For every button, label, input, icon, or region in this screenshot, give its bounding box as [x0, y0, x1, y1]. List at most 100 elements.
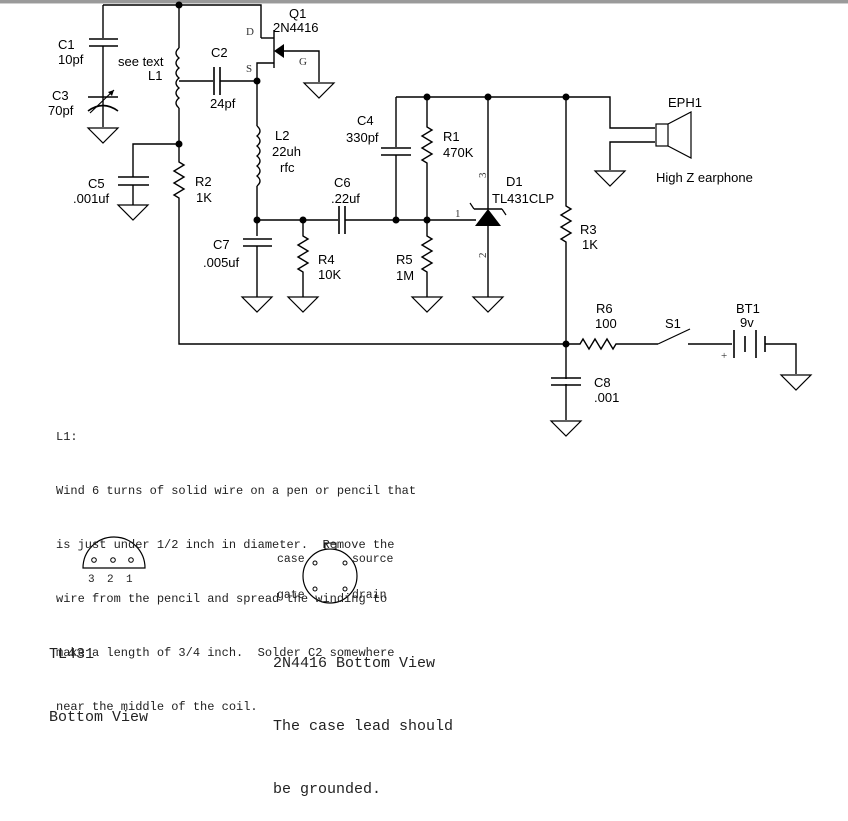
r4-value: 10K [318, 267, 341, 282]
capacitor-c5 [118, 176, 149, 186]
resistor-r4 [296, 220, 310, 297]
switch-s1 [657, 328, 732, 345]
battery-bt1 [733, 330, 797, 374]
tl431-pin-label: 1 [126, 574, 133, 586]
d1-pin-2: 2 [477, 253, 489, 259]
jfet-q1 [256, 30, 320, 82]
d1-pin-3: 3 [477, 172, 489, 178]
c6-value: .22uf [331, 191, 360, 206]
2n4416-caption-line: 2N4416 Bottom View [273, 655, 436, 672]
2n4416-pin-drain: drain [352, 589, 387, 602]
c7-value: .005uf [203, 255, 240, 270]
r5-value: 1M [396, 268, 414, 283]
c5-ref: C5 [88, 176, 105, 191]
q1-ref: Q1 [289, 6, 306, 21]
2n4416-pin-gate: gate [277, 589, 305, 602]
l1-ref: L1 [148, 68, 162, 83]
l2-ref: L2 [275, 128, 289, 143]
d1-value: TL431CLP [492, 191, 554, 206]
bt1-value: 9v [740, 315, 754, 330]
l1-note-line: wire from the pencil and spread the wind… [56, 592, 388, 606]
r1-value: 470K [443, 145, 474, 160]
q1-pin-g: G [299, 56, 307, 68]
bt1-ref: BT1 [736, 301, 760, 316]
l2-value: 22uh [272, 144, 301, 159]
variable-capacitor-c3 [87, 89, 119, 114]
l1-note-title: L1: [56, 430, 78, 444]
tl431-title: TL431 [49, 646, 95, 663]
inductor-l2 [255, 125, 261, 187]
capacitor-c1 [89, 38, 118, 47]
ground-symbol [472, 296, 504, 313]
c1-value: 10pf [58, 52, 84, 67]
r6-ref: R6 [596, 301, 613, 316]
r6-value: 100 [595, 316, 617, 331]
q1-pin-d: D [246, 26, 254, 38]
resistor-r3 [559, 97, 573, 420]
r4-ref: R4 [318, 252, 335, 267]
r3-value: 1K [582, 237, 598, 252]
c6-ref: C6 [334, 175, 351, 190]
ground-symbol [117, 204, 149, 221]
l1-note-line: make a length of 3/4 inch. Solder C2 som… [56, 646, 395, 660]
shunt-regulator-d1 [469, 97, 507, 297]
junction-dot [392, 216, 400, 224]
q1-pin-s: S [246, 63, 252, 75]
tl431-pin-label: 3 [88, 574, 95, 586]
s1-ref: S1 [665, 316, 681, 331]
eph1-value: High Z earphone [656, 170, 753, 185]
c8-ref: C8 [594, 375, 611, 390]
r1-ref: R1 [443, 129, 460, 144]
l2-note: rfc [280, 160, 295, 175]
tl431-subtitle: Bottom View [49, 709, 149, 726]
ground-symbol [303, 82, 335, 99]
2n4416-pin-source: source [352, 553, 394, 566]
inductor-l1 [175, 47, 181, 144]
ground-symbol [241, 296, 273, 313]
ground-symbol [780, 374, 812, 391]
capacitor-c8 [551, 377, 581, 386]
capacitor-c7 [243, 238, 272, 247]
tl431-pin-label: 2 [107, 574, 114, 586]
l1-note-line: is just under 1/2 inch in diameter. Remo… [56, 538, 395, 552]
resistor-r6 [566, 337, 658, 351]
r5-ref: R5 [396, 252, 413, 267]
schematic: C1 10pf C3 70pf see text L1 C2 24pf D S … [48, 1, 812, 604]
2n4416-package-outline [302, 542, 358, 604]
bt1-polarity: + [721, 350, 727, 362]
resistor-r2 [172, 144, 566, 345]
c7-ref: C7 [213, 237, 230, 252]
r3-ref: R3 [580, 222, 597, 237]
capacitor-c6 [338, 206, 346, 234]
r2-ref: R2 [195, 174, 212, 189]
c2-ref: C2 [211, 45, 228, 60]
2n4416-caption: 2N4416 Bottom View The case lead should … [273, 611, 453, 821]
ground-symbol [411, 296, 443, 313]
capacitor-c4 [381, 147, 411, 156]
c4-ref: C4 [357, 113, 374, 128]
c2-value: 24pf [210, 96, 236, 111]
c4-value: 330pf [346, 130, 379, 145]
c3-value: 70pf [48, 103, 74, 118]
d1-ref: D1 [506, 174, 523, 189]
2n4416-caption-line: be grounded. [273, 781, 382, 798]
eph1-ref: EPH1 [668, 95, 702, 110]
earphone-eph1 [609, 111, 692, 170]
c1-ref: C1 [58, 37, 75, 52]
l1-note-line: Wind 6 turns of solid wire on a pen or p… [56, 484, 417, 498]
capacitor-c2 [213, 67, 221, 95]
c3-ref: C3 [52, 88, 69, 103]
ground-symbol [550, 420, 582, 437]
tl431-caption: TL431 Bottom View [49, 602, 148, 749]
ground-symbol [87, 127, 119, 144]
tl431-package-outline [82, 536, 146, 569]
r2-value: 1K [196, 190, 212, 205]
ground-symbol [287, 296, 319, 313]
d1-pin-1: 1 [455, 208, 461, 220]
2n4416-caption-line: The case lead should [273, 718, 454, 735]
l1-note: see text [118, 54, 164, 69]
q1-value: 2N4416 [273, 20, 319, 35]
ground-symbol [594, 170, 626, 187]
resistor-r5 [420, 220, 434, 297]
junction-dot [175, 1, 183, 9]
